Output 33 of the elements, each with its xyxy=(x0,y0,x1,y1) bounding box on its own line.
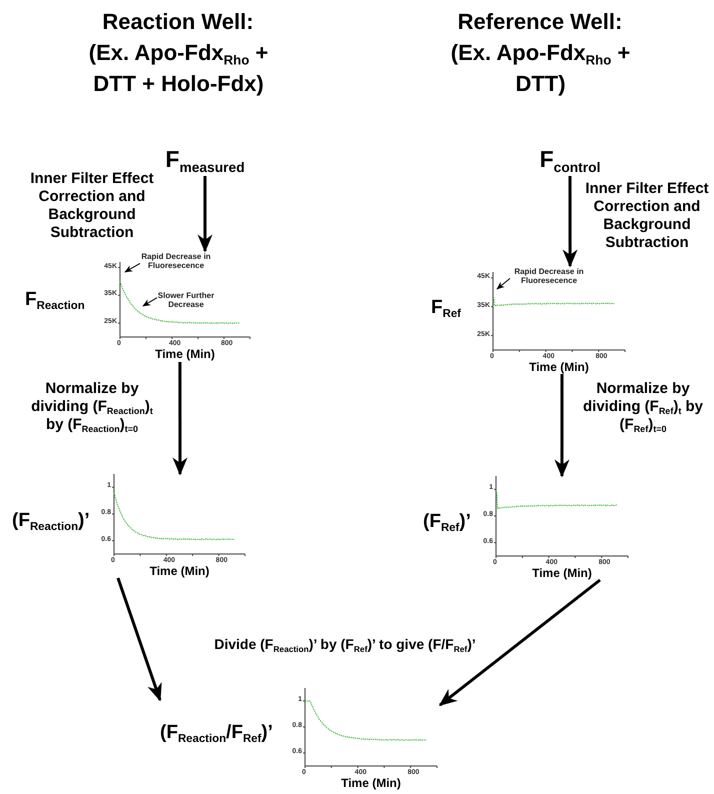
series-label: (F$_{Reaction}$/F$_{Ref}$)’ xyxy=(160,722,273,744)
arrow xyxy=(116,578,162,702)
well-heading: (Ex. Apo-Fdx$_{Rho}$ + DTT + Holo-Fdx) xyxy=(88,39,270,98)
axis-title: Time (Min) xyxy=(532,566,592,580)
arrow xyxy=(172,362,188,476)
series-label: F$_{Reaction}$ xyxy=(25,289,85,311)
axis-title: Time (Min) xyxy=(155,347,215,361)
well-heading: Reference Well: xyxy=(456,8,624,36)
series-label: (F$_{Reaction}$)’ xyxy=(12,510,90,532)
arrow xyxy=(198,176,212,252)
annotation-text: Rapid Decrease in Fluoresecence xyxy=(140,252,212,270)
formula-label: F$_{measured}$ xyxy=(165,146,245,173)
leader-arrow xyxy=(142,297,158,306)
annotation-text: Slower Further Decrease xyxy=(157,291,215,309)
well-heading: Reaction Well: xyxy=(101,8,255,36)
leader-arrow xyxy=(124,262,140,272)
step-note: Divide (F$_{Reaction}$)’ by (F$_{Ref}$)’ to give (F/F$_{Ref}$)’ xyxy=(213,636,477,653)
edge-label: Normalize by dividing (F$_{Ref}$)$_{t}$ by (F$_{Ref}$)$_{t=0}$ xyxy=(582,380,704,434)
axis-title: Time (Min) xyxy=(529,360,589,374)
annotation-text: Rapid Decrease in Fluoresecence xyxy=(510,267,588,285)
series-label: F$_{Ref}$ xyxy=(431,297,461,319)
leader-arrow xyxy=(496,278,510,290)
edge-label: Inner Filter Effect Correction and Background Subtraction xyxy=(584,180,710,252)
arrow xyxy=(438,578,601,706)
axis-title: Time (Min) xyxy=(150,564,210,578)
well-heading: (Ex. Apo-Fdx$_{Rho}$ + DTT) xyxy=(450,39,632,98)
axis-title: Time (Min) xyxy=(341,776,401,790)
edge-label: Normalize by dividing (F$_{Reaction}$)$_{t}$ by (F$_{Reaction}$)$_{t=0}$ xyxy=(30,380,154,434)
arrow xyxy=(562,176,578,268)
series-label: (F$_{Ref}$)’ xyxy=(423,511,471,533)
formula-label: F$_{control}$ xyxy=(540,146,600,173)
edge-label: Inner Filter Effect Correction and Background Subtraction xyxy=(29,170,155,242)
arrow xyxy=(554,374,570,478)
